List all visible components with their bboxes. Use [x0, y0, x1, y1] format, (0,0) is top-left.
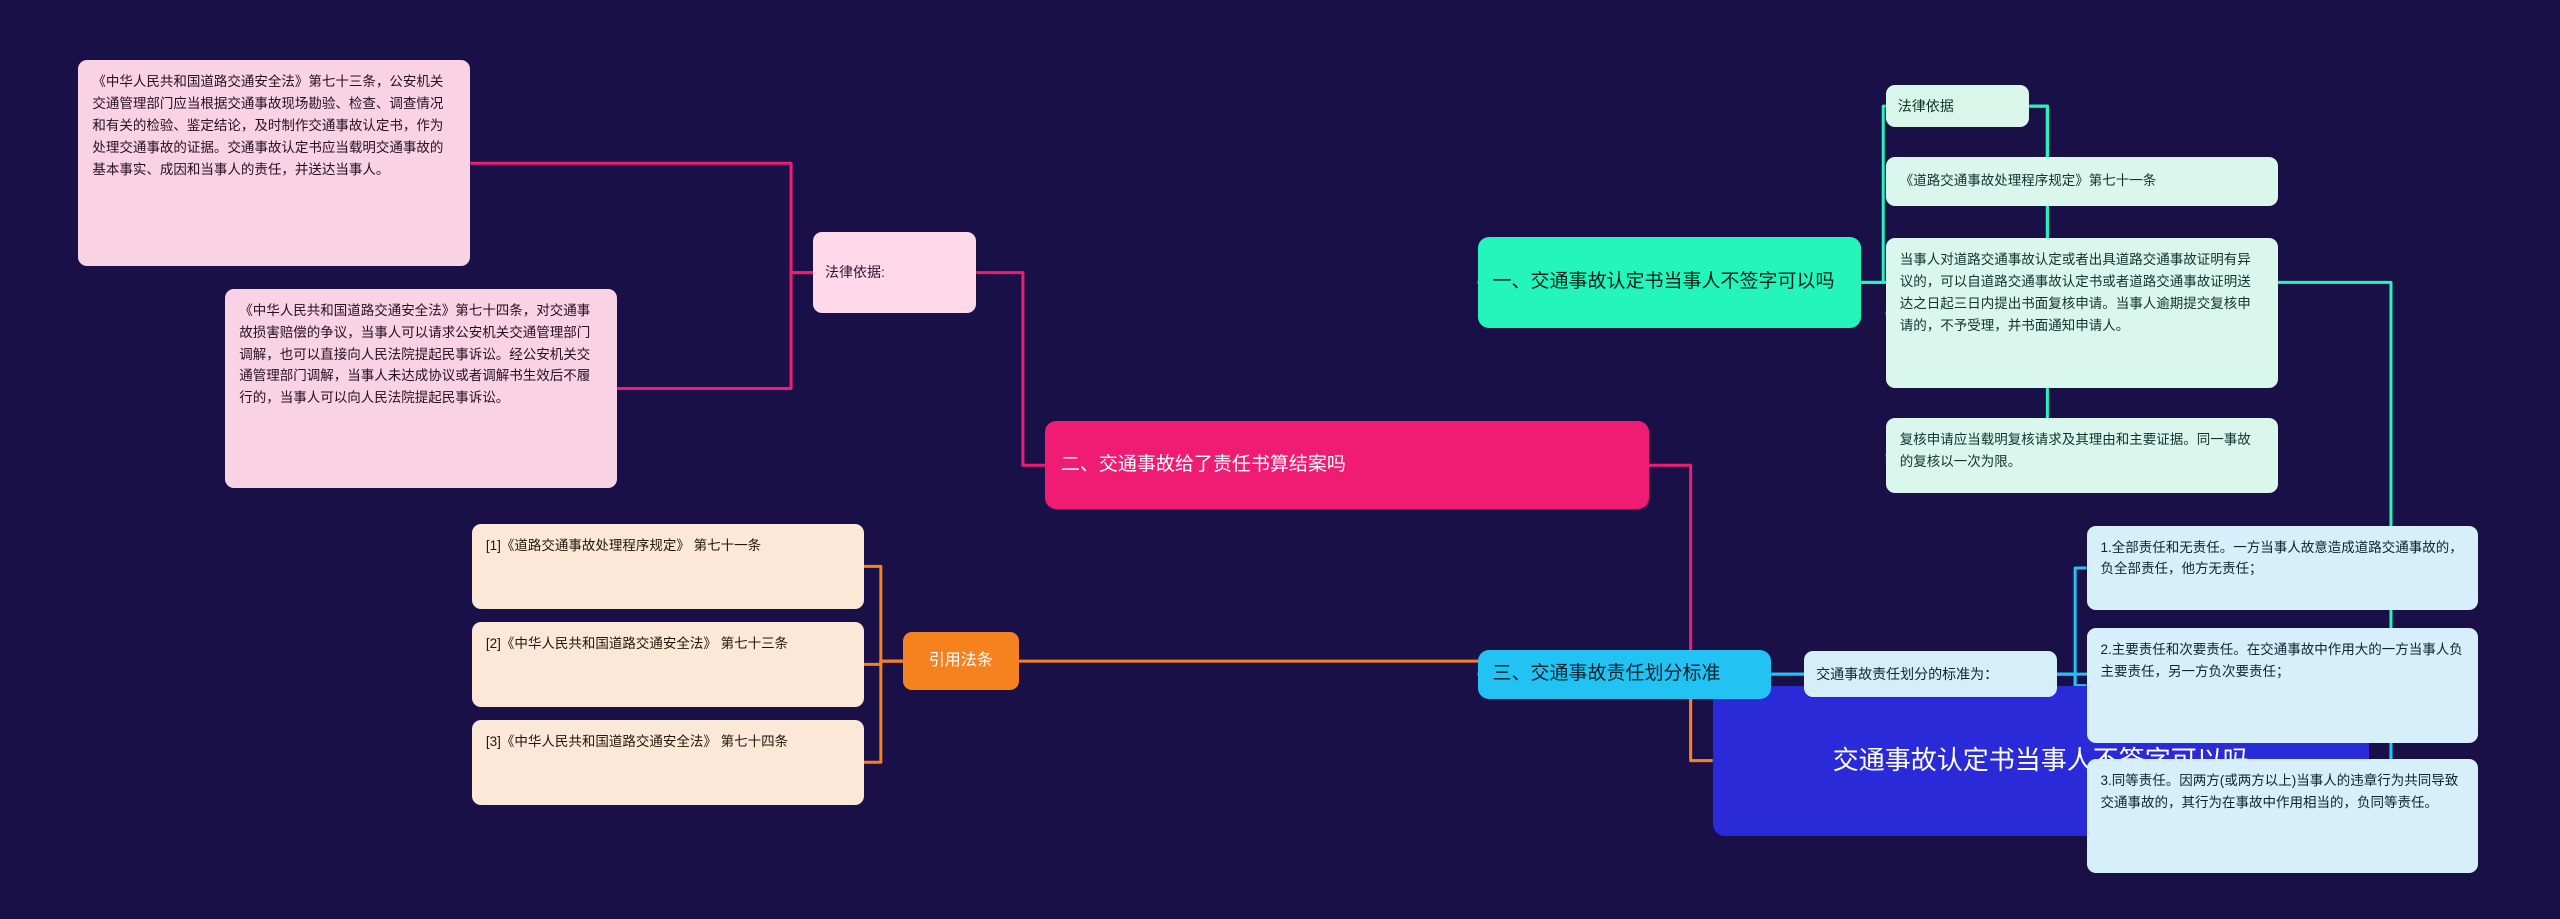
blue-leaf-primary-secondary-text: 2.主要责任和次要责任。在交通事故中作用大的一方当事人负主要责任，另一方负次要责…	[2100, 642, 2463, 680]
leaf-law-73[interactable]: 《中华人民共和国道路交通安全法》第七十三条，公安机关交通管理部门应当根据交通事故…	[78, 60, 471, 267]
branch-node-one-label: 一、交通事故认定书当事人不签字可以吗	[1492, 271, 1835, 293]
citation-item-2-text: [2]《中华人民共和国道路交通安全法》 第七十三条	[485, 635, 789, 651]
citation-item-3[interactable]: [3]《中华人民共和国道路交通安全法》 第七十四条	[471, 719, 864, 805]
citation-item-2[interactable]: [2]《中华人民共和国道路交通安全法》 第七十三条	[471, 621, 864, 707]
teal-leaf-review-limit[interactable]: 复核申请应当载明复核请求及其理由和主要证据。同一事故的复核以一次为限。	[1885, 417, 2278, 493]
citation-item-1[interactable]: [1]《道路交通事故处理程序规定》 第七十一条	[471, 523, 864, 609]
branch-node-citations[interactable]: 引用法条	[902, 631, 1019, 691]
sublabel-legal-basis-pink-label: 法律依据:	[825, 264, 885, 281]
sublabel-legal-basis-teal[interactable]: 法律依据	[1885, 84, 2030, 128]
leaf-law-73-text: 《中华人民共和国道路交通安全法》第七十三条，公安机关交通管理部门应当根据交通事故…	[92, 74, 444, 177]
branch-node-three[interactable]: 三、交通事故责任划分标准	[1477, 649, 1772, 699]
blue-leaf-equal-liability-text: 3.同等责任。因两方(或两方以上)当事人的违章行为共同导致交通事故的，其行为在事…	[2100, 773, 2459, 810]
branch-node-two-label: 二、交通事故给了责任书算结案吗	[1060, 454, 1346, 476]
sublabel-legal-basis-teal-label: 法律依据	[1897, 97, 1954, 114]
blue-leaf-full-liability-text: 1.全部责任和无责任。一方当事人故意造成道路交通事故的，负全部责任，他方无责任；	[2100, 539, 2463, 577]
citation-item-1-text: [1]《道路交通事故处理程序规定》 第七十一条	[485, 537, 762, 553]
branch-node-three-label: 三、交通事故责任划分标准	[1492, 663, 1721, 685]
branch-node-one[interactable]: 一、交通事故认定书当事人不签字可以吗	[1477, 236, 1862, 329]
blue-leaf-primary-secondary[interactable]: 2.主要责任和次要责任。在交通事故中作用大的一方当事人负主要责任，另一方负次要责…	[2086, 628, 2479, 743]
citation-item-3-text: [3]《中华人民共和国道路交通安全法》 第七十四条	[485, 733, 789, 749]
leaf-law-74-text: 《中华人民共和国道路交通安全法》第七十四条，对交通事故损害赔偿的争议，当事人可以…	[239, 302, 591, 406]
teal-leaf-review-application[interactable]: 当事人对道路交通事故认定或者出具道路交通事故证明有异议的，可以自道路交通事故认定…	[1885, 238, 2278, 389]
sublabel-liability-criteria-label: 交通事故责任划分的标准为：	[1816, 666, 1999, 682]
teal-leaf-regulation-71-text: 《道路交通事故处理程序规定》第七十一条	[1899, 173, 2157, 189]
sublabel-legal-basis-pink[interactable]: 法律依据:	[813, 231, 977, 314]
leaf-law-74[interactable]: 《中华人民共和国道路交通安全法》第七十四条，对交通事故损害赔偿的争议，当事人可以…	[225, 288, 618, 489]
teal-leaf-review-application-text: 当事人对道路交通事故认定或者出具道路交通事故证明有异议的，可以自道路交通事故认定…	[1899, 252, 2251, 333]
teal-leaf-regulation-71[interactable]: 《道路交通事故处理程序规定》第七十一条	[1885, 156, 2278, 206]
blue-leaf-full-liability[interactable]: 1.全部责任和无责任。一方当事人故意造成道路交通事故的，负全部责任，他方无责任；	[2086, 525, 2479, 611]
blue-leaf-equal-liability[interactable]: 3.同等责任。因两方(或两方以上)当事人的违章行为共同导致交通事故的，其行为在事…	[2086, 759, 2479, 874]
branch-node-two[interactable]: 二、交通事故给了责任书算结案吗	[1044, 421, 1649, 510]
branch-node-citations-label: 引用法条	[928, 652, 993, 670]
teal-leaf-review-limit-text: 复核申请应当载明复核请求及其理由和主要证据。同一事故的复核以一次为限。	[1899, 431, 2251, 469]
sublabel-liability-criteria[interactable]: 交通事故责任划分的标准为：	[1804, 651, 2058, 697]
